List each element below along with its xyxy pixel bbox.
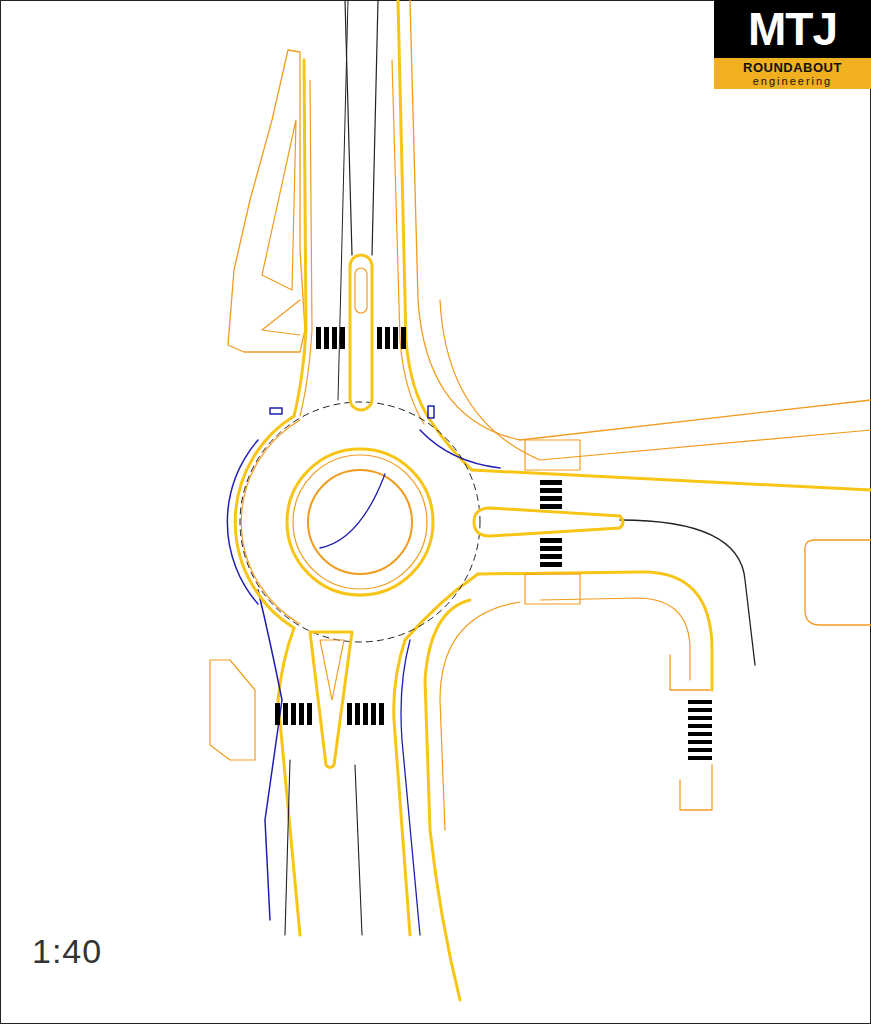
kerb-island <box>670 655 712 810</box>
zebra-bar <box>307 703 312 725</box>
swept-path <box>401 640 420 935</box>
zebra-bar <box>540 504 562 509</box>
splitter-island <box>474 508 623 536</box>
kerb-line <box>392 60 424 424</box>
road-edge <box>472 470 871 490</box>
swept-path <box>420 430 500 468</box>
scale-label: 1:40 <box>32 932 102 971</box>
zebra-bar <box>540 496 562 501</box>
zebra-bar <box>688 748 712 752</box>
road-edge <box>398 0 430 420</box>
zebra-bar <box>540 480 562 485</box>
zebra-bar <box>688 732 712 736</box>
kerb-line <box>300 80 312 416</box>
logo-tagline: engineering <box>714 75 871 88</box>
zebra-bar <box>540 562 562 567</box>
zebra-bar <box>393 327 398 349</box>
splitter-island <box>355 268 367 313</box>
kerb-island <box>228 50 305 352</box>
swept-path <box>258 590 282 920</box>
give-way-mark <box>428 406 434 418</box>
zebra-bar <box>299 703 304 725</box>
kerb-line <box>262 300 300 335</box>
zebra-bar <box>371 703 376 725</box>
splitter-island <box>350 255 372 410</box>
splitter-island <box>320 640 344 700</box>
logo-box: MTJROUNDABOUTengineering <box>714 0 871 89</box>
lane-line <box>338 0 348 400</box>
zebra-bar <box>540 554 562 559</box>
footway-edge <box>440 300 871 460</box>
lane-line <box>345 0 352 255</box>
zebra-bar <box>688 708 712 712</box>
road-edge <box>478 572 712 690</box>
zebra-bar <box>283 703 288 725</box>
zebra-bar <box>275 703 280 725</box>
crossing-kerb <box>525 574 580 604</box>
zebra-bar <box>688 716 712 720</box>
zebra-bar <box>540 488 562 493</box>
kerb-line <box>540 598 690 680</box>
zebra-bar <box>688 740 712 744</box>
splitter-island <box>310 632 352 768</box>
central-island-core <box>308 470 412 574</box>
zebra-crossings <box>275 327 712 760</box>
give-way-line <box>240 402 480 642</box>
zebra-bar <box>363 703 368 725</box>
crossing-kerb <box>525 440 580 470</box>
zebra-bar <box>347 703 352 725</box>
zebra-bar <box>379 703 384 725</box>
central-island-apron <box>293 455 427 589</box>
lane-line <box>372 0 378 255</box>
zebra-bar <box>324 327 329 349</box>
zebra-bar <box>401 327 406 349</box>
zebra-bar <box>291 703 296 725</box>
zebra-bar <box>316 327 321 349</box>
lane-line <box>285 760 362 935</box>
kerb-island <box>210 660 255 760</box>
swept-path <box>227 440 258 604</box>
swept-path <box>320 474 385 548</box>
circulatory-edge <box>405 574 478 640</box>
zebra-bar <box>688 700 712 704</box>
zebra-bar <box>688 756 712 760</box>
zebra-bar <box>688 724 712 728</box>
kerb-island <box>262 120 296 290</box>
road-edge <box>294 60 306 416</box>
logo-tagline: ROUNDABOUT <box>714 58 871 75</box>
zebra-bar <box>340 327 345 349</box>
kerb-line <box>440 602 520 830</box>
footway-edge <box>425 600 470 1000</box>
circulatory-edge <box>235 416 294 628</box>
footway-edge <box>410 0 871 440</box>
zebra-bar <box>540 546 562 551</box>
zebra-bar <box>332 327 337 349</box>
give-way-mark <box>270 408 282 414</box>
kerb-line <box>805 540 871 625</box>
zebra-bar <box>385 327 390 349</box>
zebra-bar <box>377 327 382 349</box>
zebra-bar <box>540 538 562 543</box>
central-island <box>287 449 433 595</box>
lane-line <box>620 520 755 665</box>
logo-wordmark: MTJ <box>714 0 871 58</box>
zebra-bar <box>355 703 360 725</box>
